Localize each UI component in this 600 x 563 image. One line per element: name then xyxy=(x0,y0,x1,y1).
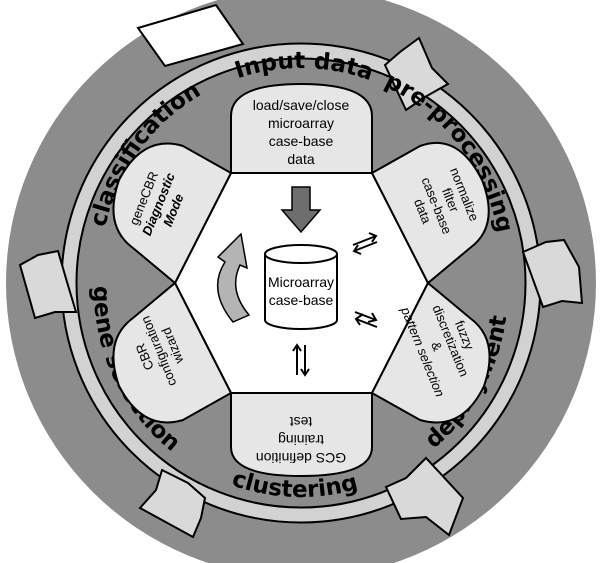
clustering-chevron xyxy=(384,456,465,537)
pre-processing-chevron xyxy=(383,36,450,112)
process-ring xyxy=(62,44,540,522)
petal-top-line-1: load/save/close xyxy=(253,97,350,113)
petal-top-line-2: microarray xyxy=(268,115,334,131)
input-data-chevron xyxy=(136,3,245,68)
petal-upper-left xyxy=(112,142,233,285)
petal-upper-right xyxy=(370,141,490,285)
exchange-arrows-lower-right-icon xyxy=(354,311,378,328)
database-cylinder-icon xyxy=(264,244,338,330)
database-label-line-1: Microarray xyxy=(268,274,334,290)
exchange-arrows-bottom-icon xyxy=(292,343,310,377)
curved-return-arrow-icon xyxy=(216,232,251,323)
petal-bottom-line-1: GCS definition xyxy=(256,450,346,466)
petal-top-text: load/save/close microarray case-base dat… xyxy=(253,97,350,167)
petal-top-line-4: data xyxy=(287,151,314,167)
petal-top xyxy=(230,82,373,174)
gene-selection-chevron xyxy=(521,238,584,309)
deployment-chevron xyxy=(138,468,207,539)
classification-chevron xyxy=(18,249,78,320)
petal-bottom-line-2: training xyxy=(278,432,324,448)
petal-bottom-text: GCS definition training test xyxy=(256,414,346,466)
petal-lower-right xyxy=(370,281,491,424)
petal-lower-left xyxy=(112,281,233,424)
petal-top-line-3: case-base xyxy=(269,133,334,149)
load-down-arrow-icon xyxy=(280,186,322,234)
database-label-line-2: case-base xyxy=(269,292,334,308)
petal-bottom xyxy=(230,392,373,478)
petal-bottom-line-3: test xyxy=(290,414,313,430)
exchange-arrows-upper-right-icon xyxy=(352,232,378,255)
